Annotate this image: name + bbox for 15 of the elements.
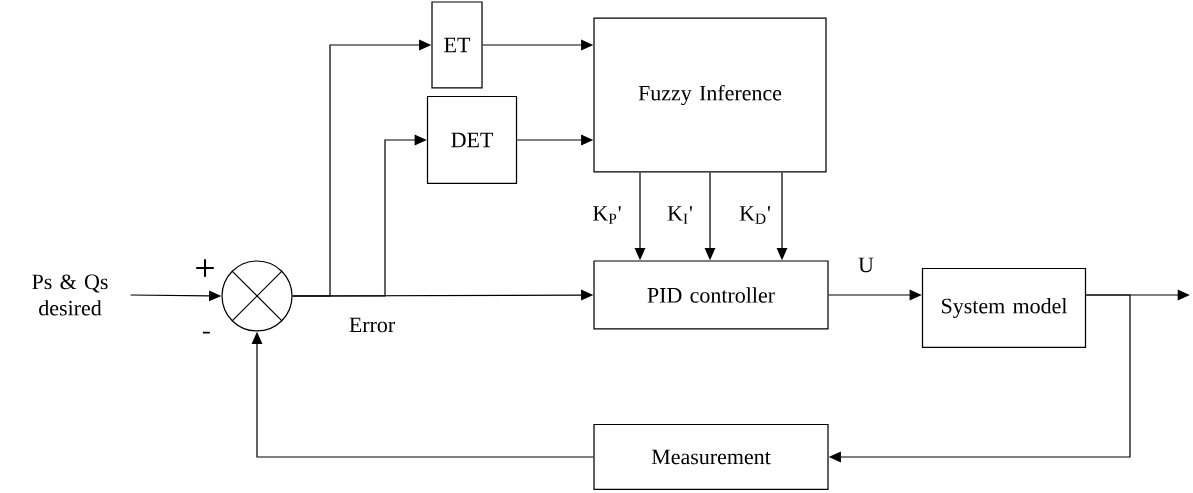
sign-label: + (195, 258, 214, 277)
edge-label: K$_{P}$' (593, 206, 621, 224)
sign-label: - (202, 331, 210, 334)
process-box: DET (426, 95, 518, 185)
edge-label: U (858, 257, 874, 273)
input-label: Ps & Qs desired (32, 274, 108, 316)
process-box: ET (431, 1, 483, 89)
process-box: PID controller (593, 260, 829, 330)
process-box: Measurement (593, 423, 829, 491)
process-box: System model (921, 267, 1087, 349)
edge-label: K$_{D}$' (739, 206, 770, 224)
process-box: Fuzzy Inference (593, 17, 827, 173)
summing-junction (221, 260, 293, 332)
edge-label: Error (349, 317, 395, 333)
edge-label: K$_{I}$' (667, 206, 692, 224)
